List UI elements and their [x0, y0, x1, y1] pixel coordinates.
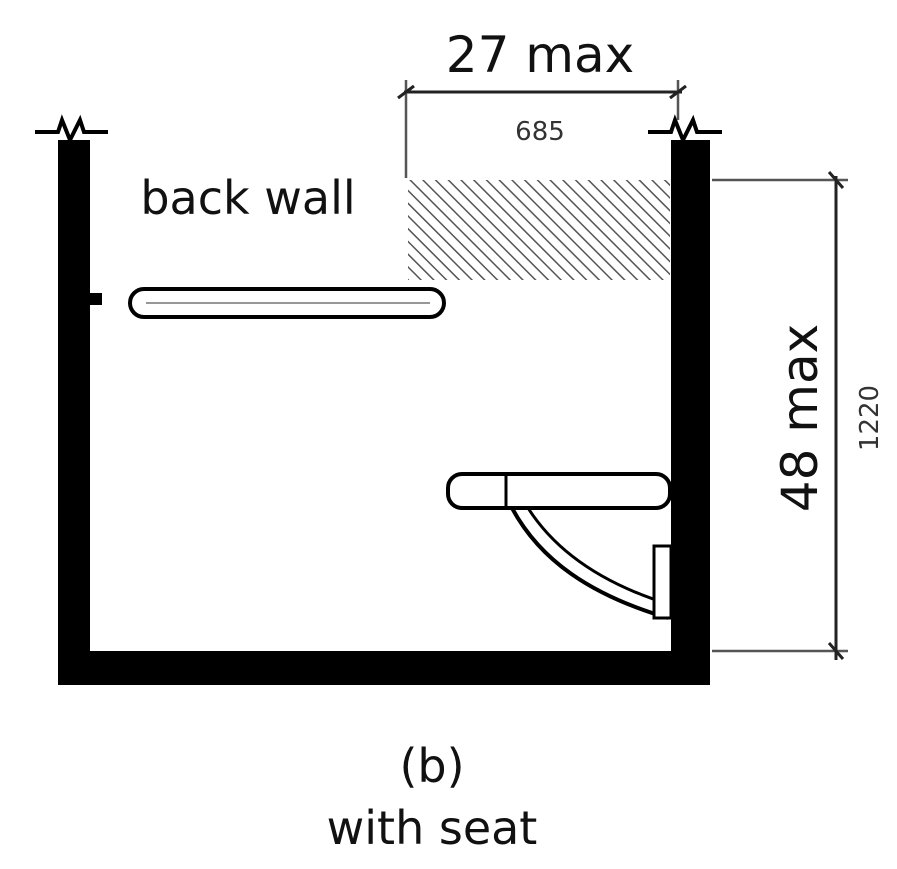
left-wall — [58, 140, 90, 685]
seat-plate — [446, 472, 672, 510]
top-dimension-tick-right — [669, 84, 687, 100]
left-wall-break-mark — [35, 114, 108, 145]
right-wall-break-mark — [648, 114, 722, 145]
seat-brace-inner — [526, 507, 669, 606]
caption-letter: (b) — [399, 739, 464, 793]
seat-wall-bracket — [652, 544, 673, 620]
right-dimension-tick-top — [827, 171, 845, 189]
top-dimension-tick-left — [397, 84, 415, 100]
dimension-right-imperial: 48 max — [771, 324, 829, 512]
bottom-wall — [58, 651, 710, 685]
dimension-top-imperial: 27 max — [446, 26, 634, 84]
dimension-right-metric: 1220 — [855, 385, 885, 451]
right-dimension-tick-bottom — [827, 642, 845, 660]
folding-seat — [446, 472, 673, 620]
right-wall — [671, 140, 710, 685]
seat-brace — [510, 507, 669, 620]
caption-text: with seat — [327, 801, 538, 855]
grab-bar-bracket — [88, 293, 102, 305]
dimension-top-metric: 685 — [515, 117, 565, 147]
back-wall-label: back wall — [140, 171, 355, 225]
control-zone-hatch — [408, 180, 670, 280]
